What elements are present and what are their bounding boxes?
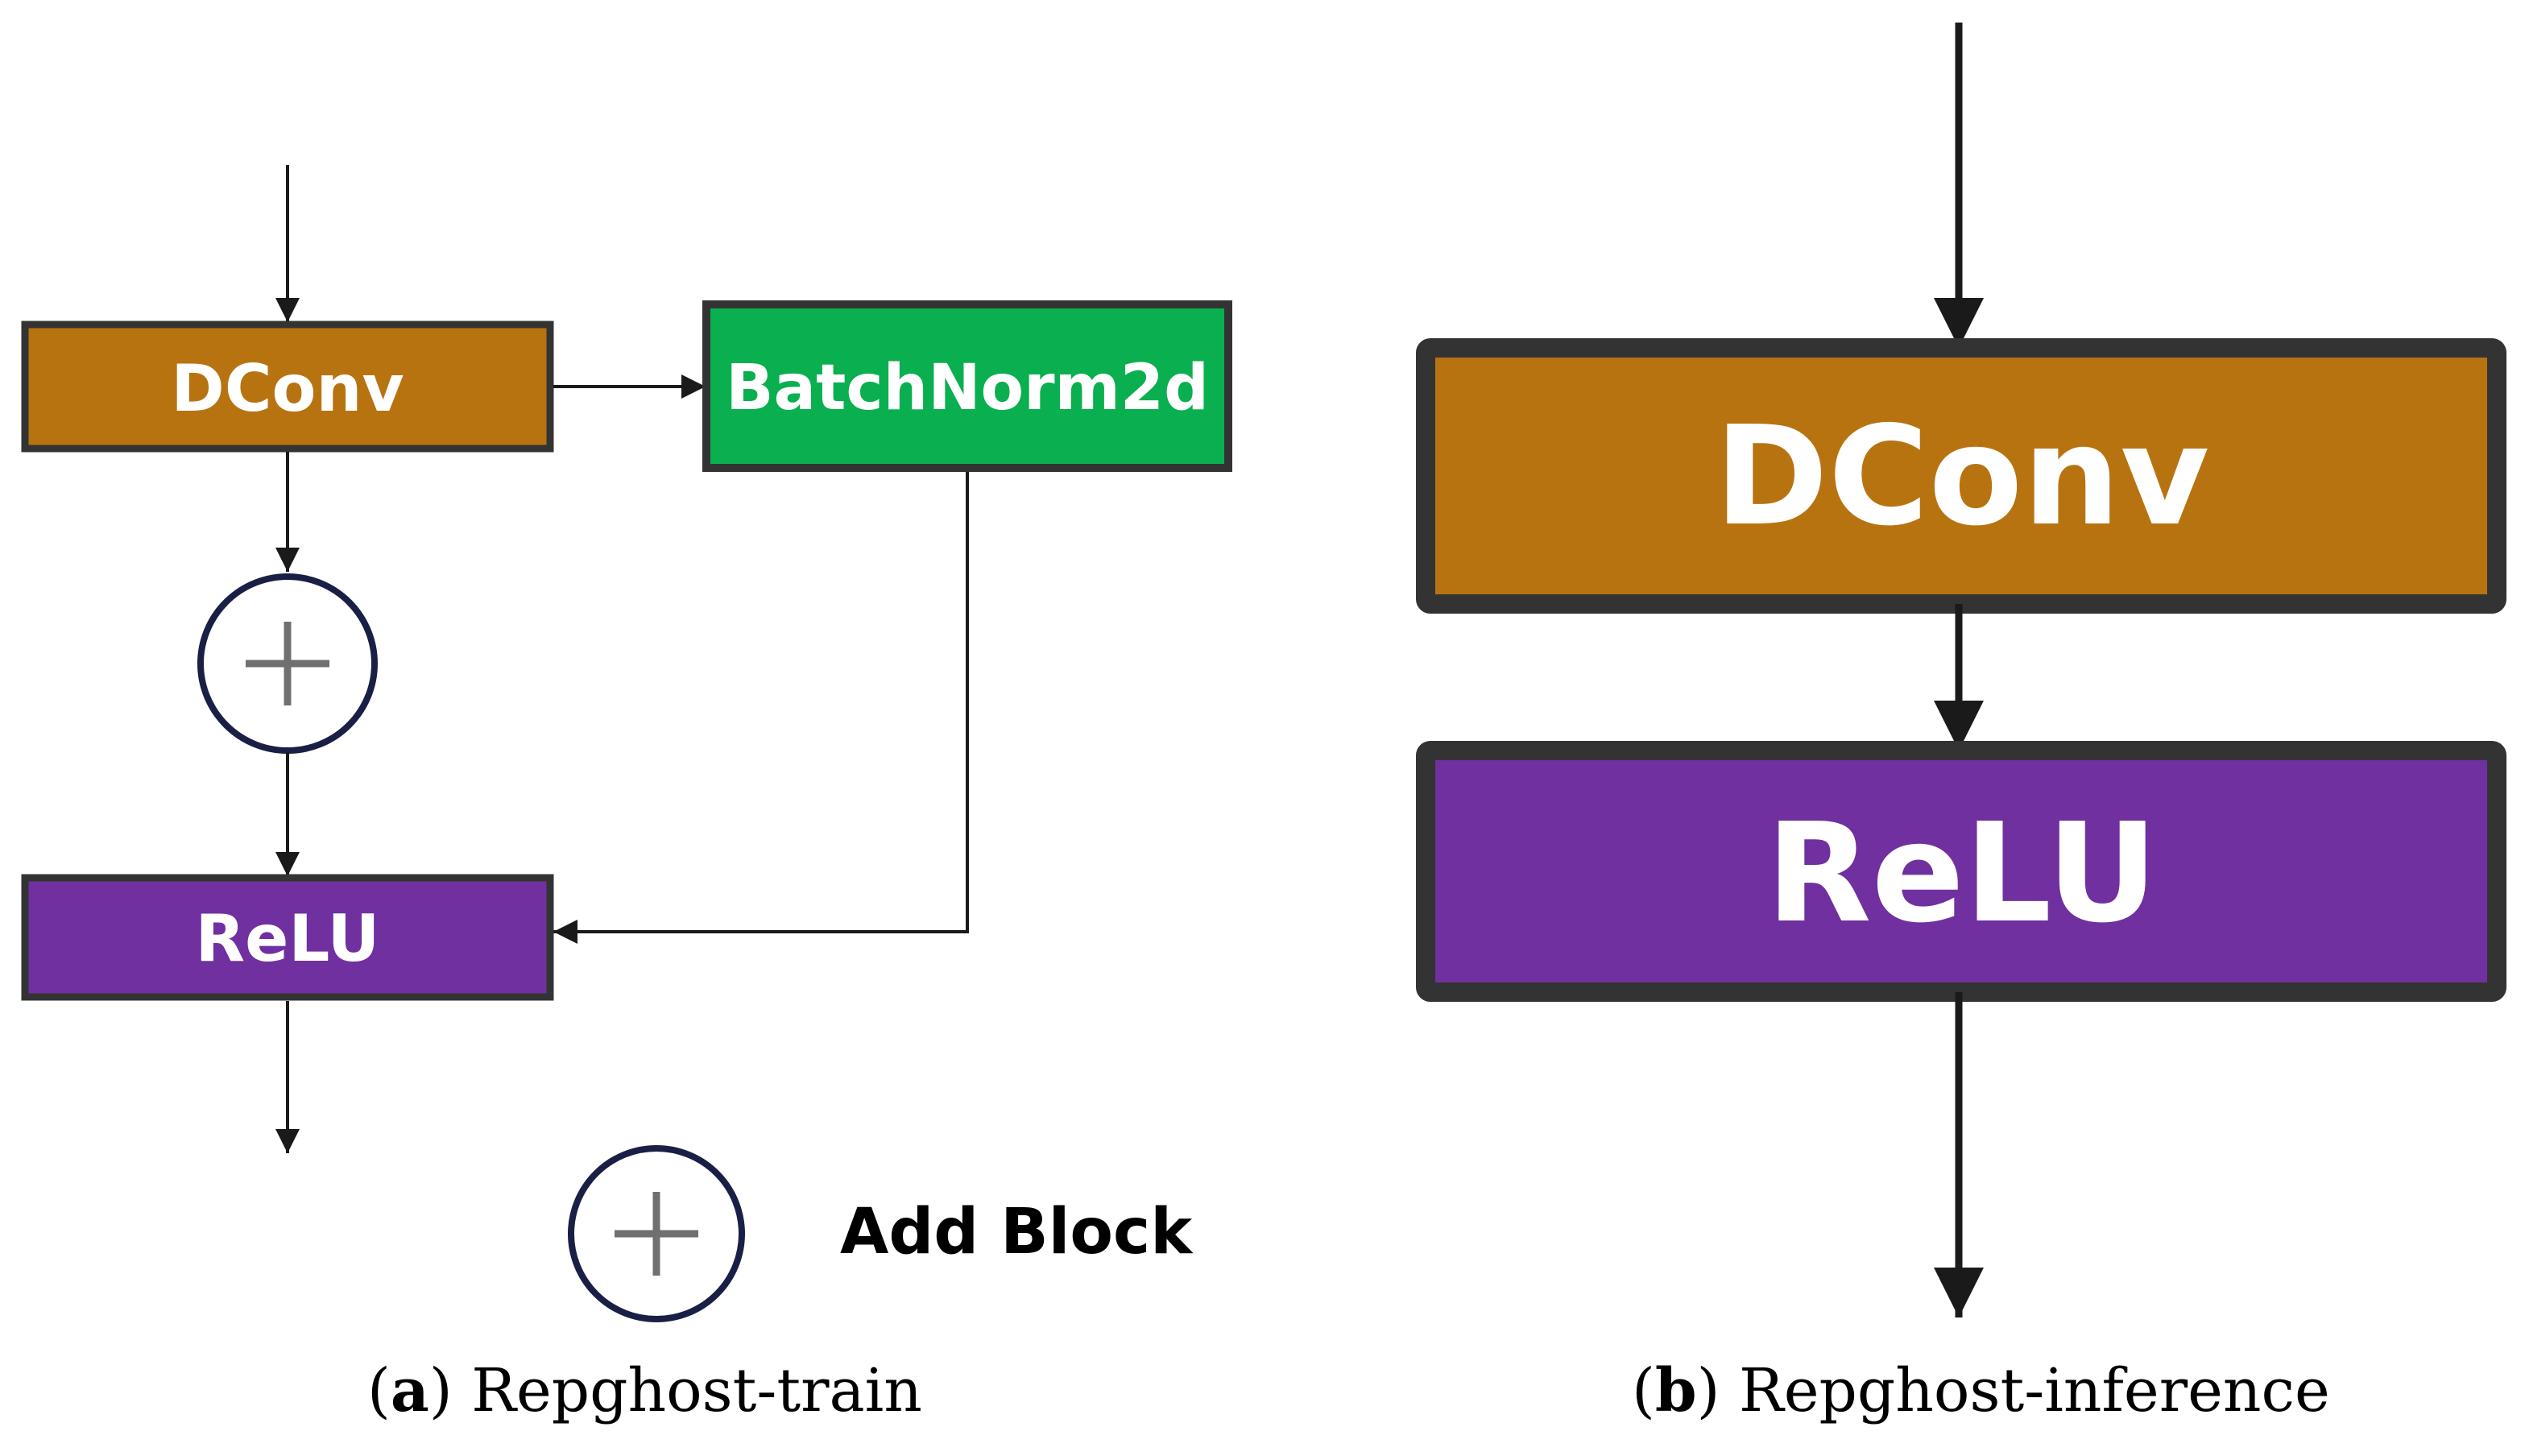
relu-block-b: ReLU	[1416, 741, 2506, 1002]
dconv-label-b: DConv	[1715, 397, 2210, 556]
legend: Add Block	[568, 1145, 1194, 1322]
plus-circle-icon	[246, 622, 329, 705]
relu-label-b: ReLU	[1766, 794, 2159, 953]
add-block	[197, 573, 378, 754]
dconv-block: DConv	[21, 321, 554, 453]
dconv-block-b: DConv	[1416, 338, 2506, 614]
dconv-label: DConv	[171, 351, 404, 426]
legend-plus-circle-icon	[615, 1192, 698, 1276]
panel-a-train: DConv BatchNorm2d ReLU	[21, 165, 1232, 1425]
relu-block: ReLU	[21, 874, 554, 1001]
legend-label: Add Block	[840, 1196, 1194, 1268]
batchnorm-label: BatchNorm2d	[726, 352, 1209, 424]
arrow-batchnorm-to-relu	[553, 472, 969, 944]
panel-b-inference: DConv ReLU (b) Repghost-inference	[1416, 23, 2506, 1425]
caption-b: (b) Repghost-inference	[1632, 1356, 2330, 1425]
caption-a: (a) Repghost-train	[367, 1356, 922, 1425]
batchnorm-block: BatchNorm2d	[702, 300, 1232, 472]
relu-label: ReLU	[196, 901, 380, 976]
